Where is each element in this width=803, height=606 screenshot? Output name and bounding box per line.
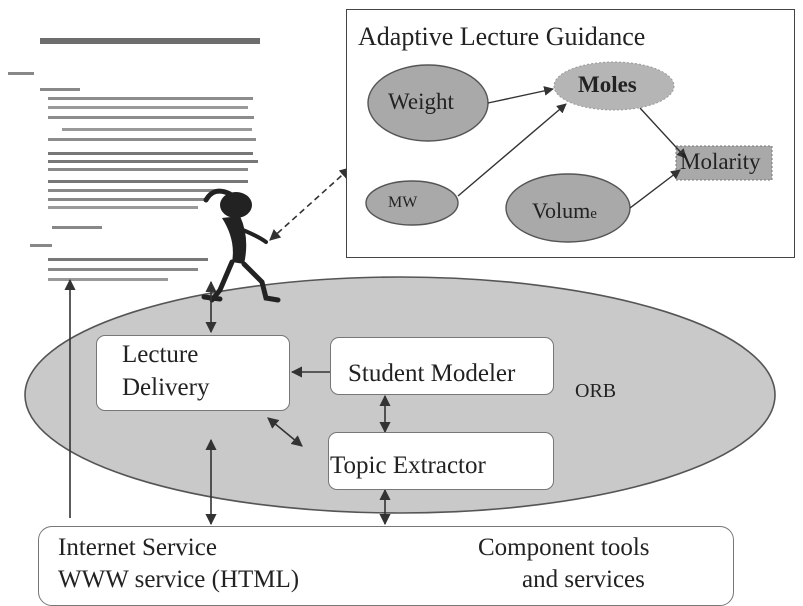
lecture-delivery-box — [96, 335, 290, 411]
lecture-delivery-label-line2: Delivery — [122, 374, 210, 401]
thinking-person-figure — [201, 188, 281, 303]
lecture-document-thumbnail — [8, 38, 260, 281]
services-box — [38, 526, 734, 606]
orb-label: ORB — [575, 380, 617, 402]
www-service-label: WWW service (HTML) — [58, 566, 300, 593]
lecture-delivery-label-line1: Lecture — [122, 341, 199, 368]
edge-volume-molarity — [629, 169, 681, 209]
node-molarity-label: Molarity — [680, 149, 761, 174]
node-volume-label: Volume — [532, 198, 597, 224]
topic-extractor-box — [328, 432, 554, 490]
edge-moles-molarity — [639, 107, 687, 159]
node-molarity — [675, 145, 773, 181]
node-mw-label: MW — [388, 194, 418, 211]
delivery-extractor-arrow — [267, 417, 303, 447]
edge-weight-moles — [487, 86, 554, 104]
and-services-label: and services — [522, 566, 645, 593]
internet-service-label: Internet Service — [58, 534, 217, 561]
node-moles — [553, 61, 675, 111]
student-modeler-box — [330, 337, 554, 395]
node-moles-label: Moles — [578, 72, 637, 97]
edge-mw-moles — [457, 103, 567, 197]
student-modeler-label: Student Modeler — [348, 360, 516, 387]
node-volume-sub: e — [590, 206, 597, 222]
figure-guidance-link-arrow — [269, 167, 351, 241]
node-volume-main: Volum — [532, 198, 591, 223]
component-tools-label: Component tools — [478, 534, 650, 561]
node-weight-label: Weight — [388, 89, 454, 114]
guidance-title: Adaptive Lecture Guidance — [358, 22, 646, 51]
topic-extractor-label: Topic Extractor — [330, 452, 486, 479]
node-mw — [365, 180, 459, 226]
